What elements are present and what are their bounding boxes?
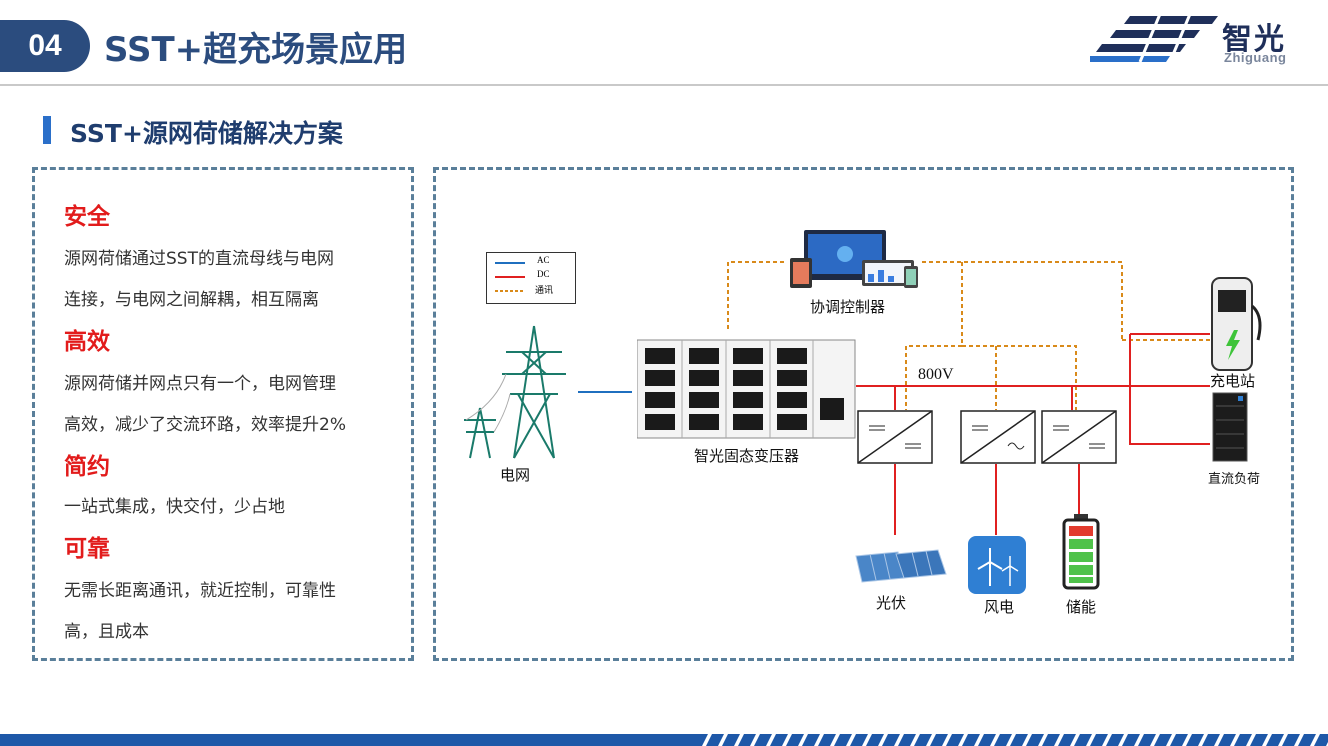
- charging-station-label: 充电站: [1210, 372, 1256, 390]
- solar-panel-icon: [855, 549, 947, 583]
- section-title-marker: [43, 116, 51, 144]
- controller-label: 协调控制器: [810, 298, 886, 316]
- dcdc-converter-pv-icon: [857, 410, 933, 464]
- feature-text-safety-line1: 源网荷储通过SST的直流母线与电网: [64, 249, 334, 269]
- feature-text-reliability-line2: 高，且成本: [64, 622, 149, 642]
- feature-text-efficiency-line1: 源网荷储并网点只有一个，电网管理: [64, 374, 336, 394]
- zhiguang-logo-icon: [1090, 14, 1218, 63]
- header-divider: [0, 84, 1328, 86]
- dc-load-cabinet-icon: [1212, 392, 1248, 462]
- legend-ac-label: AC: [537, 255, 550, 265]
- section-number-badge: 04: [0, 20, 90, 72]
- diagram-legend: AC DC 通讯: [486, 252, 576, 304]
- logo-subtext: Zhiguang: [1224, 50, 1287, 65]
- section-title: SST+源网荷储解决方案: [70, 119, 343, 148]
- feature-heading-reliability: 可靠: [64, 536, 110, 562]
- feature-text-safety-line2: 连接，与电网之间解耦，相互隔离: [64, 290, 319, 310]
- legend-comm-label: 通讯: [535, 286, 554, 296]
- feature-heading-safety: 安全: [64, 204, 110, 230]
- wind-label: 风电: [984, 598, 1015, 616]
- solid-state-transformer-icon: [637, 339, 856, 439]
- features-panel: [32, 167, 414, 661]
- grid-label: 电网: [500, 466, 531, 484]
- battery-storage-icon: [1062, 514, 1100, 590]
- feature-heading-simplicity: 简约: [64, 454, 110, 480]
- charging-station-icon: [1211, 277, 1262, 371]
- sst-label: 智光固态变压器: [694, 447, 800, 465]
- feature-text-efficiency-line2: 高效，减少了交流环路，效率提升2%: [64, 415, 346, 435]
- feature-text-simplicity-line1: 一站式集成，快交付，少占地: [64, 497, 285, 517]
- footer-stripes: [700, 734, 1328, 746]
- dc-load-label: 直流负荷: [1208, 472, 1261, 487]
- dcac-converter-wind-icon: [960, 410, 1036, 464]
- logo-text: 智光: [1222, 22, 1286, 57]
- transmission-tower-icon: [464, 325, 566, 459]
- legend-swatches: [495, 262, 525, 292]
- feature-heading-efficiency: 高效: [64, 329, 110, 355]
- storage-label: 储能: [1066, 598, 1097, 616]
- dcdc-converter-storage-icon: [1041, 410, 1117, 464]
- page-title: SST+超充场景应用: [104, 30, 408, 70]
- bus-voltage-label: 800V: [918, 366, 954, 383]
- legend-dc-label: DC: [537, 269, 550, 279]
- diagram-panel: [433, 167, 1294, 661]
- feature-text-reliability-line1: 无需长距离通讯，就近控制，可靠性: [64, 581, 336, 601]
- pv-label: 光伏: [876, 594, 907, 612]
- wind-turbine-icon: [968, 536, 1026, 594]
- coordination-controller-icon: [790, 230, 918, 288]
